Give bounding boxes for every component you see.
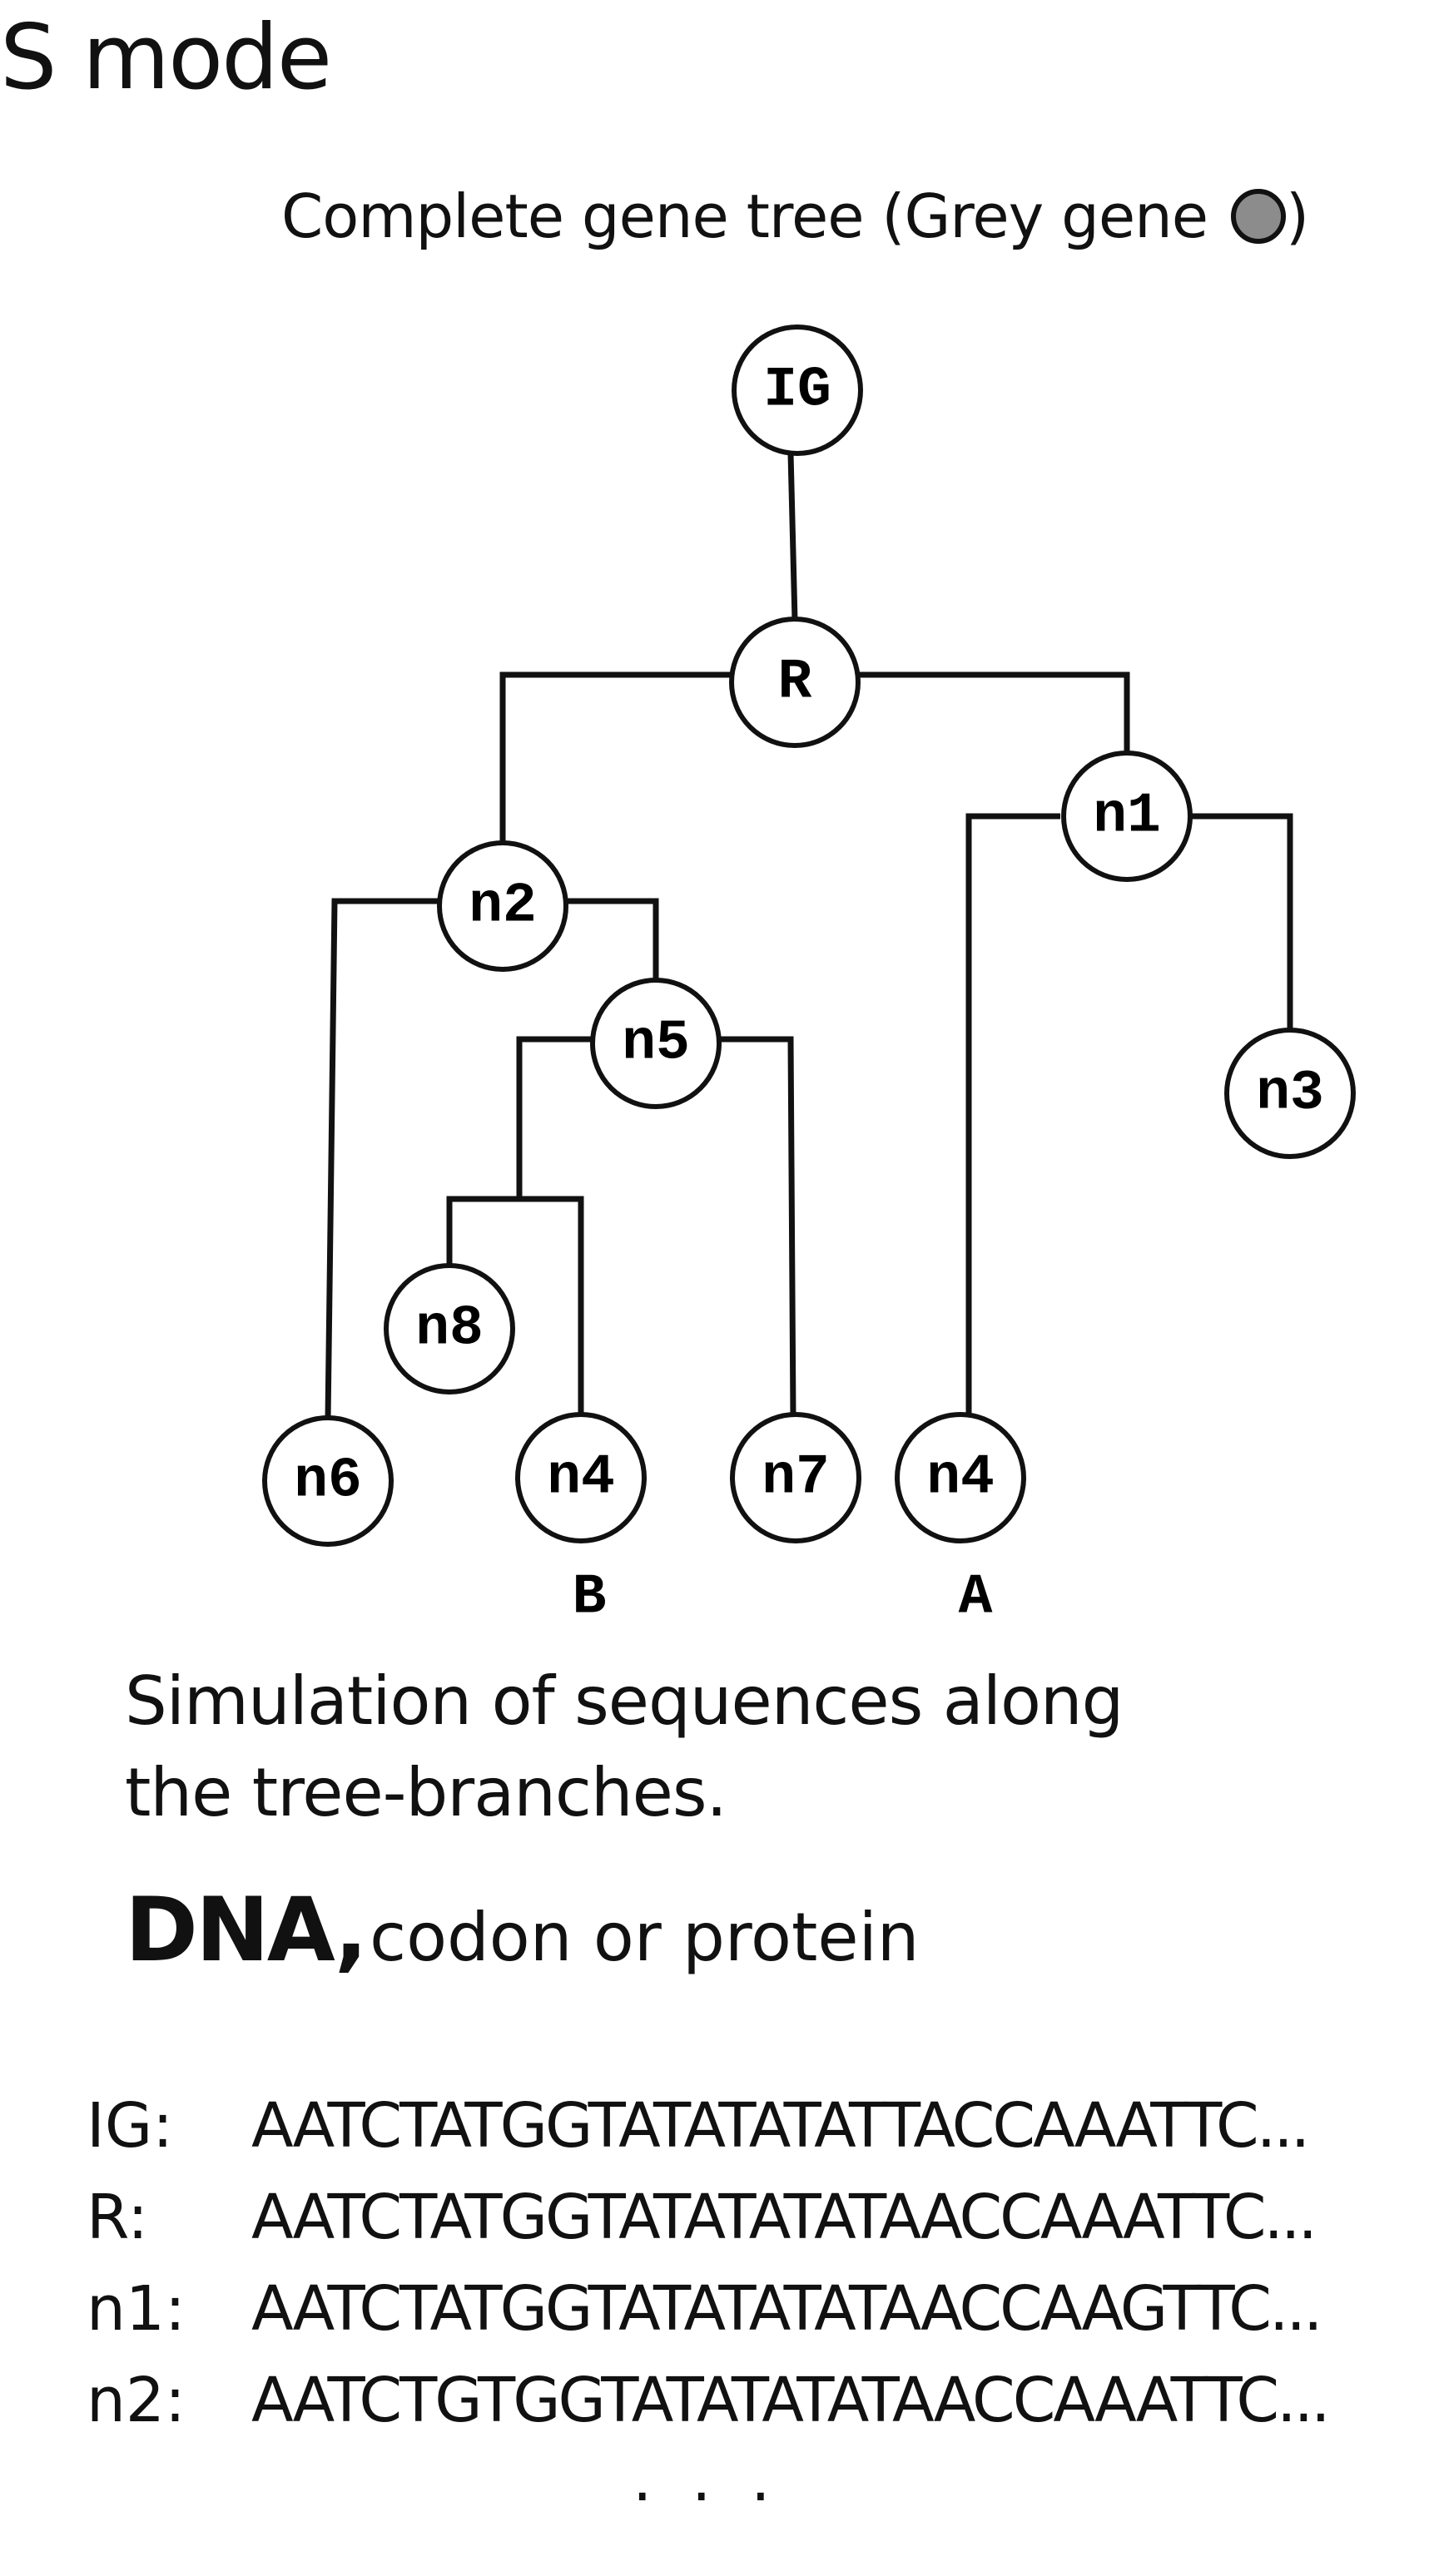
simulation-line-2: the tree-branches. <box>125 1754 727 1831</box>
node-n5: n5 <box>590 978 722 1109</box>
node-n3-label: n3 <box>1256 1062 1324 1126</box>
node-r-label: R <box>778 651 812 715</box>
grey-gene-icon <box>1230 189 1286 244</box>
node-n2-label: n2 <box>469 874 537 939</box>
sequence-type-others: codon or protein <box>370 1899 920 1976</box>
branch-n1-n3 <box>1192 813 1293 1030</box>
node-n1: n1 <box>1061 751 1193 882</box>
branch-n1-n4a <box>965 813 1060 1419</box>
node-n5-label: n5 <box>622 1012 690 1076</box>
copy-label-a: A <box>959 1566 993 1630</box>
node-n3-circle <box>1224 1028 1356 1159</box>
node-n2: n2 <box>437 840 568 972</box>
node-n4-a: n4 <box>895 1412 1026 1543</box>
tree-caption: Complete gene tree (Grey gene ) <box>281 175 1309 258</box>
copy-label-b: B <box>573 1566 607 1630</box>
node-n4-b-label: n4 <box>547 1446 615 1510</box>
sequence-type-dna: DNA, <box>125 1879 368 1981</box>
node-n7-circle <box>730 1412 861 1543</box>
sequence-value-r: AATCTATGGTATATATATAACCAAATTC... <box>251 2182 1317 2253</box>
node-ig: IG <box>732 324 863 456</box>
tree-nodes: IG R n1 n2 n5 n3 n8 n6 <box>262 324 1356 1547</box>
node-n4-b: n4 <box>515 1412 647 1543</box>
node-n1-circle <box>1061 751 1193 882</box>
branch-r-n1 <box>859 671 1130 753</box>
simulation-line-1: Simulation of sequences along <box>125 1662 1124 1740</box>
gene-tree-diagram: IG R n1 n2 n5 n3 n8 n6 <box>262 324 1356 1630</box>
node-n1-label: n1 <box>1093 785 1161 849</box>
node-n6: n6 <box>262 1415 394 1547</box>
branch-n5-split <box>516 1036 591 1199</box>
tree-caption-text: Complete gene tree (Grey gene <box>281 181 1208 251</box>
node-n5-circle <box>590 978 722 1109</box>
sequence-label-ig: IG: <box>87 2090 174 2162</box>
node-n3: n3 <box>1224 1028 1356 1159</box>
node-n4-a-label: n4 <box>926 1446 995 1510</box>
simulation-description: Simulation of sequences along the tree-b… <box>125 1656 1124 1839</box>
node-n2-circle <box>437 840 568 972</box>
node-n8-label: n8 <box>415 1297 484 1361</box>
sequence-ellipsis: . . . <box>633 2444 781 2515</box>
sequence-value-n2: AATCTGTGGTATATATATAACCAAATTC... <box>251 2365 1331 2436</box>
sequence-value-n1: AATCTATGGTATATATATAACCAAGTTC... <box>251 2273 1323 2345</box>
branch-n2-n5 <box>568 898 659 980</box>
node-r: R <box>729 617 861 748</box>
node-n4-b-circle <box>515 1412 647 1543</box>
branch-n5-n7 <box>721 1036 796 1419</box>
node-ig-label: IG <box>763 359 831 423</box>
node-n8: n8 <box>384 1263 515 1395</box>
branch-n2-n6 <box>325 898 438 1419</box>
tree-branches <box>325 453 1293 1419</box>
tree-caption-close: ) <box>1285 181 1309 251</box>
sequence-value-ig: AATCTATGGTATATATATTACCAAATTC... <box>251 2090 1310 2162</box>
sequence-types: DNA, codon or protein <box>125 1868 920 2019</box>
node-n7-label: n7 <box>762 1446 830 1510</box>
node-n6-circle <box>262 1415 394 1547</box>
page-title: S mode <box>0 6 332 110</box>
node-n8-circle <box>384 1263 515 1395</box>
sequence-label-r: R: <box>87 2182 149 2253</box>
node-r-circle <box>729 617 861 748</box>
node-n7: n7 <box>730 1412 861 1543</box>
branch-ig-r <box>787 453 798 621</box>
branch-r-n2 <box>499 671 731 845</box>
branch-split-n8-n4b <box>446 1196 584 1419</box>
node-n6-label: n6 <box>294 1449 362 1513</box>
node-n4-a-circle <box>895 1412 1026 1543</box>
sequence-label-n1: n1: <box>87 2273 186 2345</box>
sequence-label-n2: n2: <box>87 2365 186 2436</box>
node-ig-circle <box>732 324 863 456</box>
